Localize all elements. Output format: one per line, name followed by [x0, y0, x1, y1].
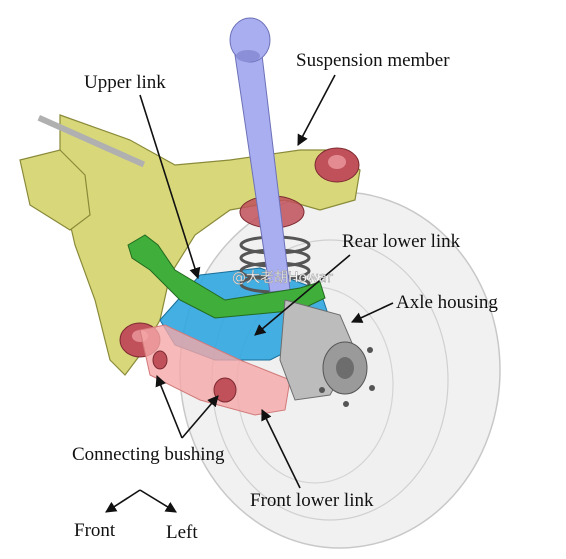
direction-indicator: Front Left — [74, 489, 198, 543]
watermark: @大老胡Howar — [232, 270, 333, 286]
label-connecting-bushing: Connecting bushing — [72, 444, 225, 465]
shock-absorber — [229, 17, 291, 293]
label-front: Front — [74, 520, 116, 541]
front-arrow-icon — [105, 489, 141, 513]
left-arrow-icon — [139, 489, 177, 513]
label-rear-lower-link: Rear lower link — [342, 231, 461, 252]
label-suspension-member: Suspension member — [296, 50, 450, 71]
upper-link — [127, 234, 326, 319]
front-lower-link — [139, 324, 291, 416]
label-front-lower-link: Front lower link — [250, 490, 374, 511]
subframe-mount-bushing-inner — [328, 155, 346, 169]
label-axle-housing: Axle housing — [396, 292, 498, 313]
connecting-bushings — [152, 350, 237, 403]
subframe — [19, 114, 361, 376]
stabilizer-bar — [37, 115, 146, 168]
subframe-rail — [19, 149, 91, 231]
axle-housing — [279, 299, 375, 407]
label-left: Left — [166, 522, 198, 543]
label-upper-link: Upper link — [84, 72, 166, 93]
leader-lines — [139, 74, 394, 489]
shock-top-mount — [229, 17, 271, 63]
